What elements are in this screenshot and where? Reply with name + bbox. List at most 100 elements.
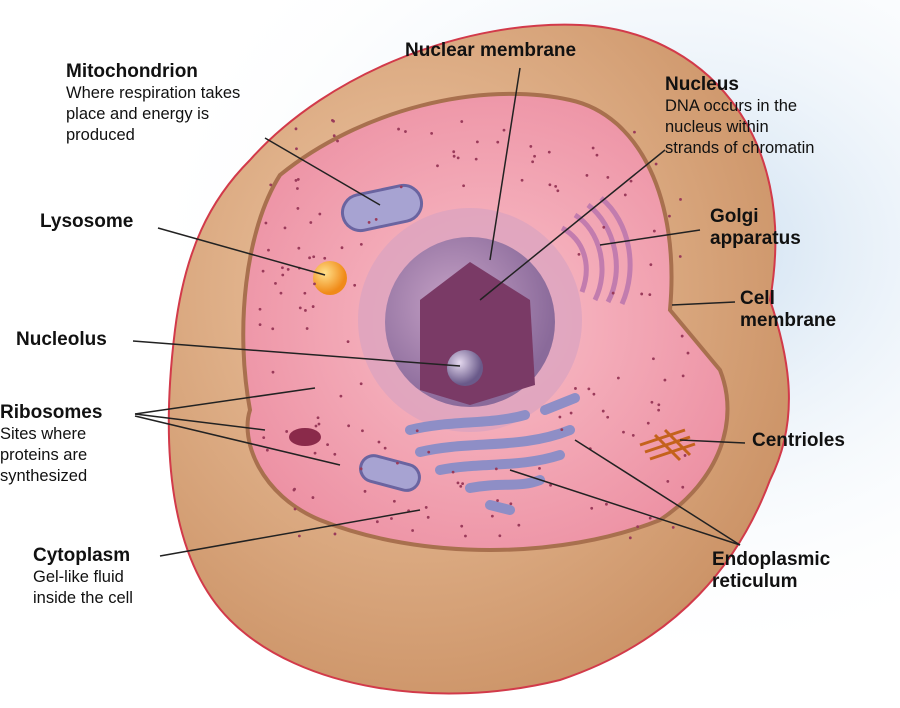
ribosome-dot bbox=[396, 461, 399, 465]
label-title: Mitochondrion bbox=[66, 61, 198, 82]
ribosome-dot bbox=[313, 451, 317, 455]
ribosome-dot bbox=[649, 263, 653, 267]
label-title: membrane bbox=[740, 310, 837, 331]
ribosome-dot bbox=[657, 408, 661, 412]
ribosome-dot bbox=[399, 185, 403, 189]
ribosome-dot bbox=[404, 130, 407, 133]
ribosome-dot bbox=[359, 382, 363, 386]
ribosome-dot bbox=[569, 411, 573, 415]
ribosome-dot bbox=[681, 485, 685, 489]
ribosome-dot bbox=[346, 340, 350, 344]
label-desc: nucleus within bbox=[665, 118, 769, 136]
label-title: Endoplasmic bbox=[712, 549, 831, 570]
ribosome-dot bbox=[605, 502, 608, 506]
ribosome-dot bbox=[585, 173, 589, 177]
ribosome-dot bbox=[668, 214, 671, 218]
ribosome-dot bbox=[678, 255, 682, 258]
label-title: Cytoplasm bbox=[33, 545, 131, 566]
ribosome-dot bbox=[353, 283, 357, 287]
ribosome-dot bbox=[415, 429, 419, 433]
ribosome-dot bbox=[336, 139, 339, 143]
ribosome-dot bbox=[663, 378, 667, 382]
ribosome-dot bbox=[475, 140, 479, 144]
label-mitochondrion: Mitochondrion Where respiration takes pl… bbox=[66, 61, 240, 146]
ribosome-dot bbox=[309, 221, 313, 224]
vesicle bbox=[289, 428, 321, 446]
label-title: Nuclear membrane bbox=[405, 40, 577, 61]
ribosome-dot bbox=[262, 436, 266, 440]
ribosome-dot bbox=[538, 466, 541, 470]
label-title: Lysosome bbox=[40, 211, 134, 232]
label-desc: strands of chromatin bbox=[665, 139, 815, 157]
ribosome-dot bbox=[264, 221, 268, 225]
ribosome-dot bbox=[622, 430, 625, 434]
ribosome-dot bbox=[464, 534, 467, 538]
ribosome-dot bbox=[274, 281, 277, 285]
ribosome-dot bbox=[451, 470, 455, 474]
ribosome-dot bbox=[474, 157, 478, 161]
ribosome-dot bbox=[591, 146, 595, 150]
ribosome-dot bbox=[601, 409, 605, 413]
ribosome-dot bbox=[494, 467, 498, 471]
ribosome-dot bbox=[460, 524, 464, 528]
ribosome-dot bbox=[683, 454, 687, 457]
ribosome-dot bbox=[587, 387, 591, 391]
centrioles bbox=[639, 428, 696, 462]
label-title: Centrioles bbox=[752, 430, 845, 451]
ribosome-dot bbox=[304, 309, 307, 312]
ribosome-dot bbox=[529, 145, 533, 148]
ribosome-dot bbox=[648, 516, 652, 520]
label-title: Ribosomes bbox=[0, 402, 103, 423]
label-cell-membrane: Cell membrane bbox=[740, 288, 836, 332]
ribosome-dot bbox=[452, 154, 456, 158]
ribosome-dot bbox=[333, 532, 337, 536]
ribosome-dot bbox=[650, 400, 654, 404]
label-title: reticulum bbox=[712, 571, 798, 592]
ribosome-dot bbox=[556, 189, 560, 193]
ribosome-dot bbox=[577, 252, 581, 256]
ribosome-dot bbox=[339, 394, 343, 398]
ribosome-dot bbox=[628, 536, 632, 540]
ribosome-dot bbox=[517, 523, 521, 527]
ribosome-dot bbox=[509, 502, 513, 506]
ribosome-dot bbox=[520, 178, 524, 182]
label-desc: DNA occurs in the bbox=[665, 97, 798, 115]
ribosome-dot bbox=[652, 357, 655, 361]
ribosome-dot bbox=[294, 179, 298, 182]
ribosome-dot bbox=[427, 450, 431, 454]
endoplasmic-reticulum bbox=[405, 393, 580, 515]
ribosome-dot bbox=[265, 448, 269, 452]
ribosome-dot bbox=[297, 534, 301, 538]
ribosome-dot bbox=[296, 187, 299, 190]
label-lysosome: Lysosome bbox=[40, 211, 133, 233]
label-nucleolus: Nucleolus bbox=[16, 329, 107, 351]
ribosome-dot bbox=[298, 306, 302, 310]
ribosome-dot bbox=[363, 489, 367, 493]
ribosome-dot bbox=[460, 120, 464, 123]
ribosome-dot bbox=[595, 153, 599, 157]
ribosome-dot bbox=[680, 334, 684, 338]
ribosome-dot bbox=[375, 520, 379, 524]
ribosome-dot bbox=[462, 184, 466, 188]
golgi-apparatus bbox=[560, 196, 633, 306]
ribosome-dot bbox=[332, 119, 335, 123]
lysosome bbox=[313, 261, 347, 295]
ribosome-dot bbox=[285, 430, 289, 433]
ribosome-dot bbox=[533, 154, 536, 158]
ribosome-dot bbox=[606, 175, 610, 179]
ribosome-dot bbox=[390, 517, 393, 520]
label-title: Nucleolus bbox=[16, 329, 107, 350]
ribosome-dot bbox=[293, 507, 297, 511]
ribosome-dot bbox=[269, 183, 273, 187]
ribosome-dot bbox=[629, 179, 633, 183]
label-desc: inside the cell bbox=[33, 589, 133, 607]
ribosome-dot bbox=[313, 282, 316, 286]
ribosome-dot bbox=[560, 428, 564, 432]
ribosome-dot bbox=[359, 242, 363, 246]
ribosome-dot bbox=[633, 130, 636, 134]
label-golgi-apparatus: Golgi apparatus bbox=[710, 206, 801, 250]
ribosome-dot bbox=[452, 150, 456, 154]
ribosome-dot bbox=[502, 128, 506, 132]
ribosome-dot bbox=[271, 327, 275, 331]
